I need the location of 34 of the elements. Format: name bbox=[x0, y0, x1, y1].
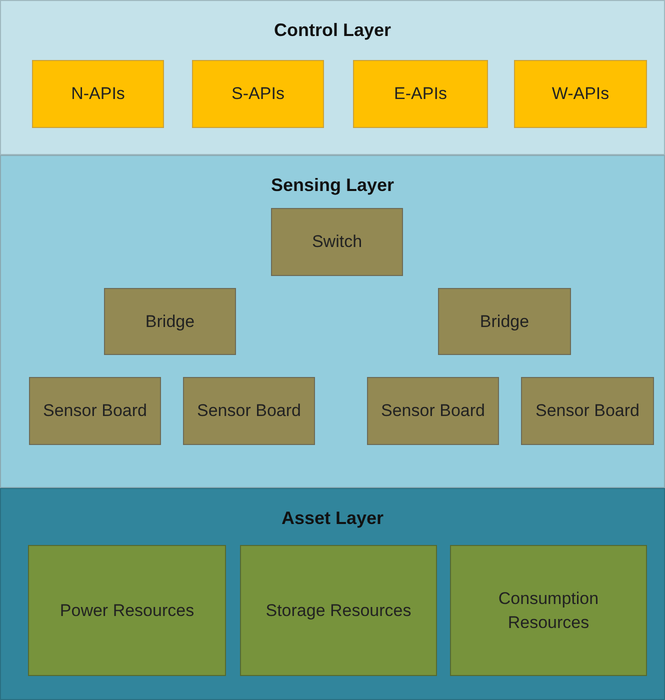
api-box bbox=[514, 60, 647, 128]
device-box bbox=[29, 377, 161, 445]
api-box bbox=[192, 60, 324, 128]
box-label: Storage Resources bbox=[264, 600, 412, 622]
layer-title: Sensing Layer bbox=[270, 174, 394, 197]
resource-box bbox=[450, 545, 647, 676]
box-label: Consumption Resources bbox=[497, 588, 600, 634]
box-label: Sensor Board bbox=[42, 400, 148, 422]
box-label: W-APIs bbox=[550, 83, 610, 105]
layer-title: Asset Layer bbox=[281, 507, 384, 530]
device-box bbox=[367, 377, 499, 445]
box-label: Switch bbox=[310, 231, 364, 253]
box-label: S-APIs bbox=[230, 83, 286, 105]
box-label: Sensor Board bbox=[380, 400, 486, 422]
layer-band bbox=[0, 155, 665, 488]
device-box bbox=[438, 288, 571, 355]
box-label: Bridge bbox=[478, 310, 530, 332]
box-label: N-APIs bbox=[70, 83, 126, 105]
resource-box bbox=[28, 545, 226, 676]
api-box bbox=[353, 60, 488, 128]
device-box bbox=[104, 288, 236, 355]
layer-band bbox=[0, 0, 665, 155]
device-box bbox=[183, 377, 315, 445]
layer-band bbox=[0, 488, 665, 700]
box-label: Power Resources bbox=[58, 600, 196, 622]
resource-box bbox=[240, 545, 437, 676]
layer-title: Control Layer bbox=[274, 19, 392, 42]
device-box bbox=[521, 377, 654, 445]
device-box bbox=[271, 208, 403, 276]
box-label: Bridge bbox=[144, 310, 196, 332]
box-label: E-APIs bbox=[393, 83, 448, 105]
box-label: Sensor Board bbox=[196, 400, 302, 422]
api-box bbox=[32, 60, 164, 128]
box-label: Sensor Board bbox=[534, 400, 640, 422]
